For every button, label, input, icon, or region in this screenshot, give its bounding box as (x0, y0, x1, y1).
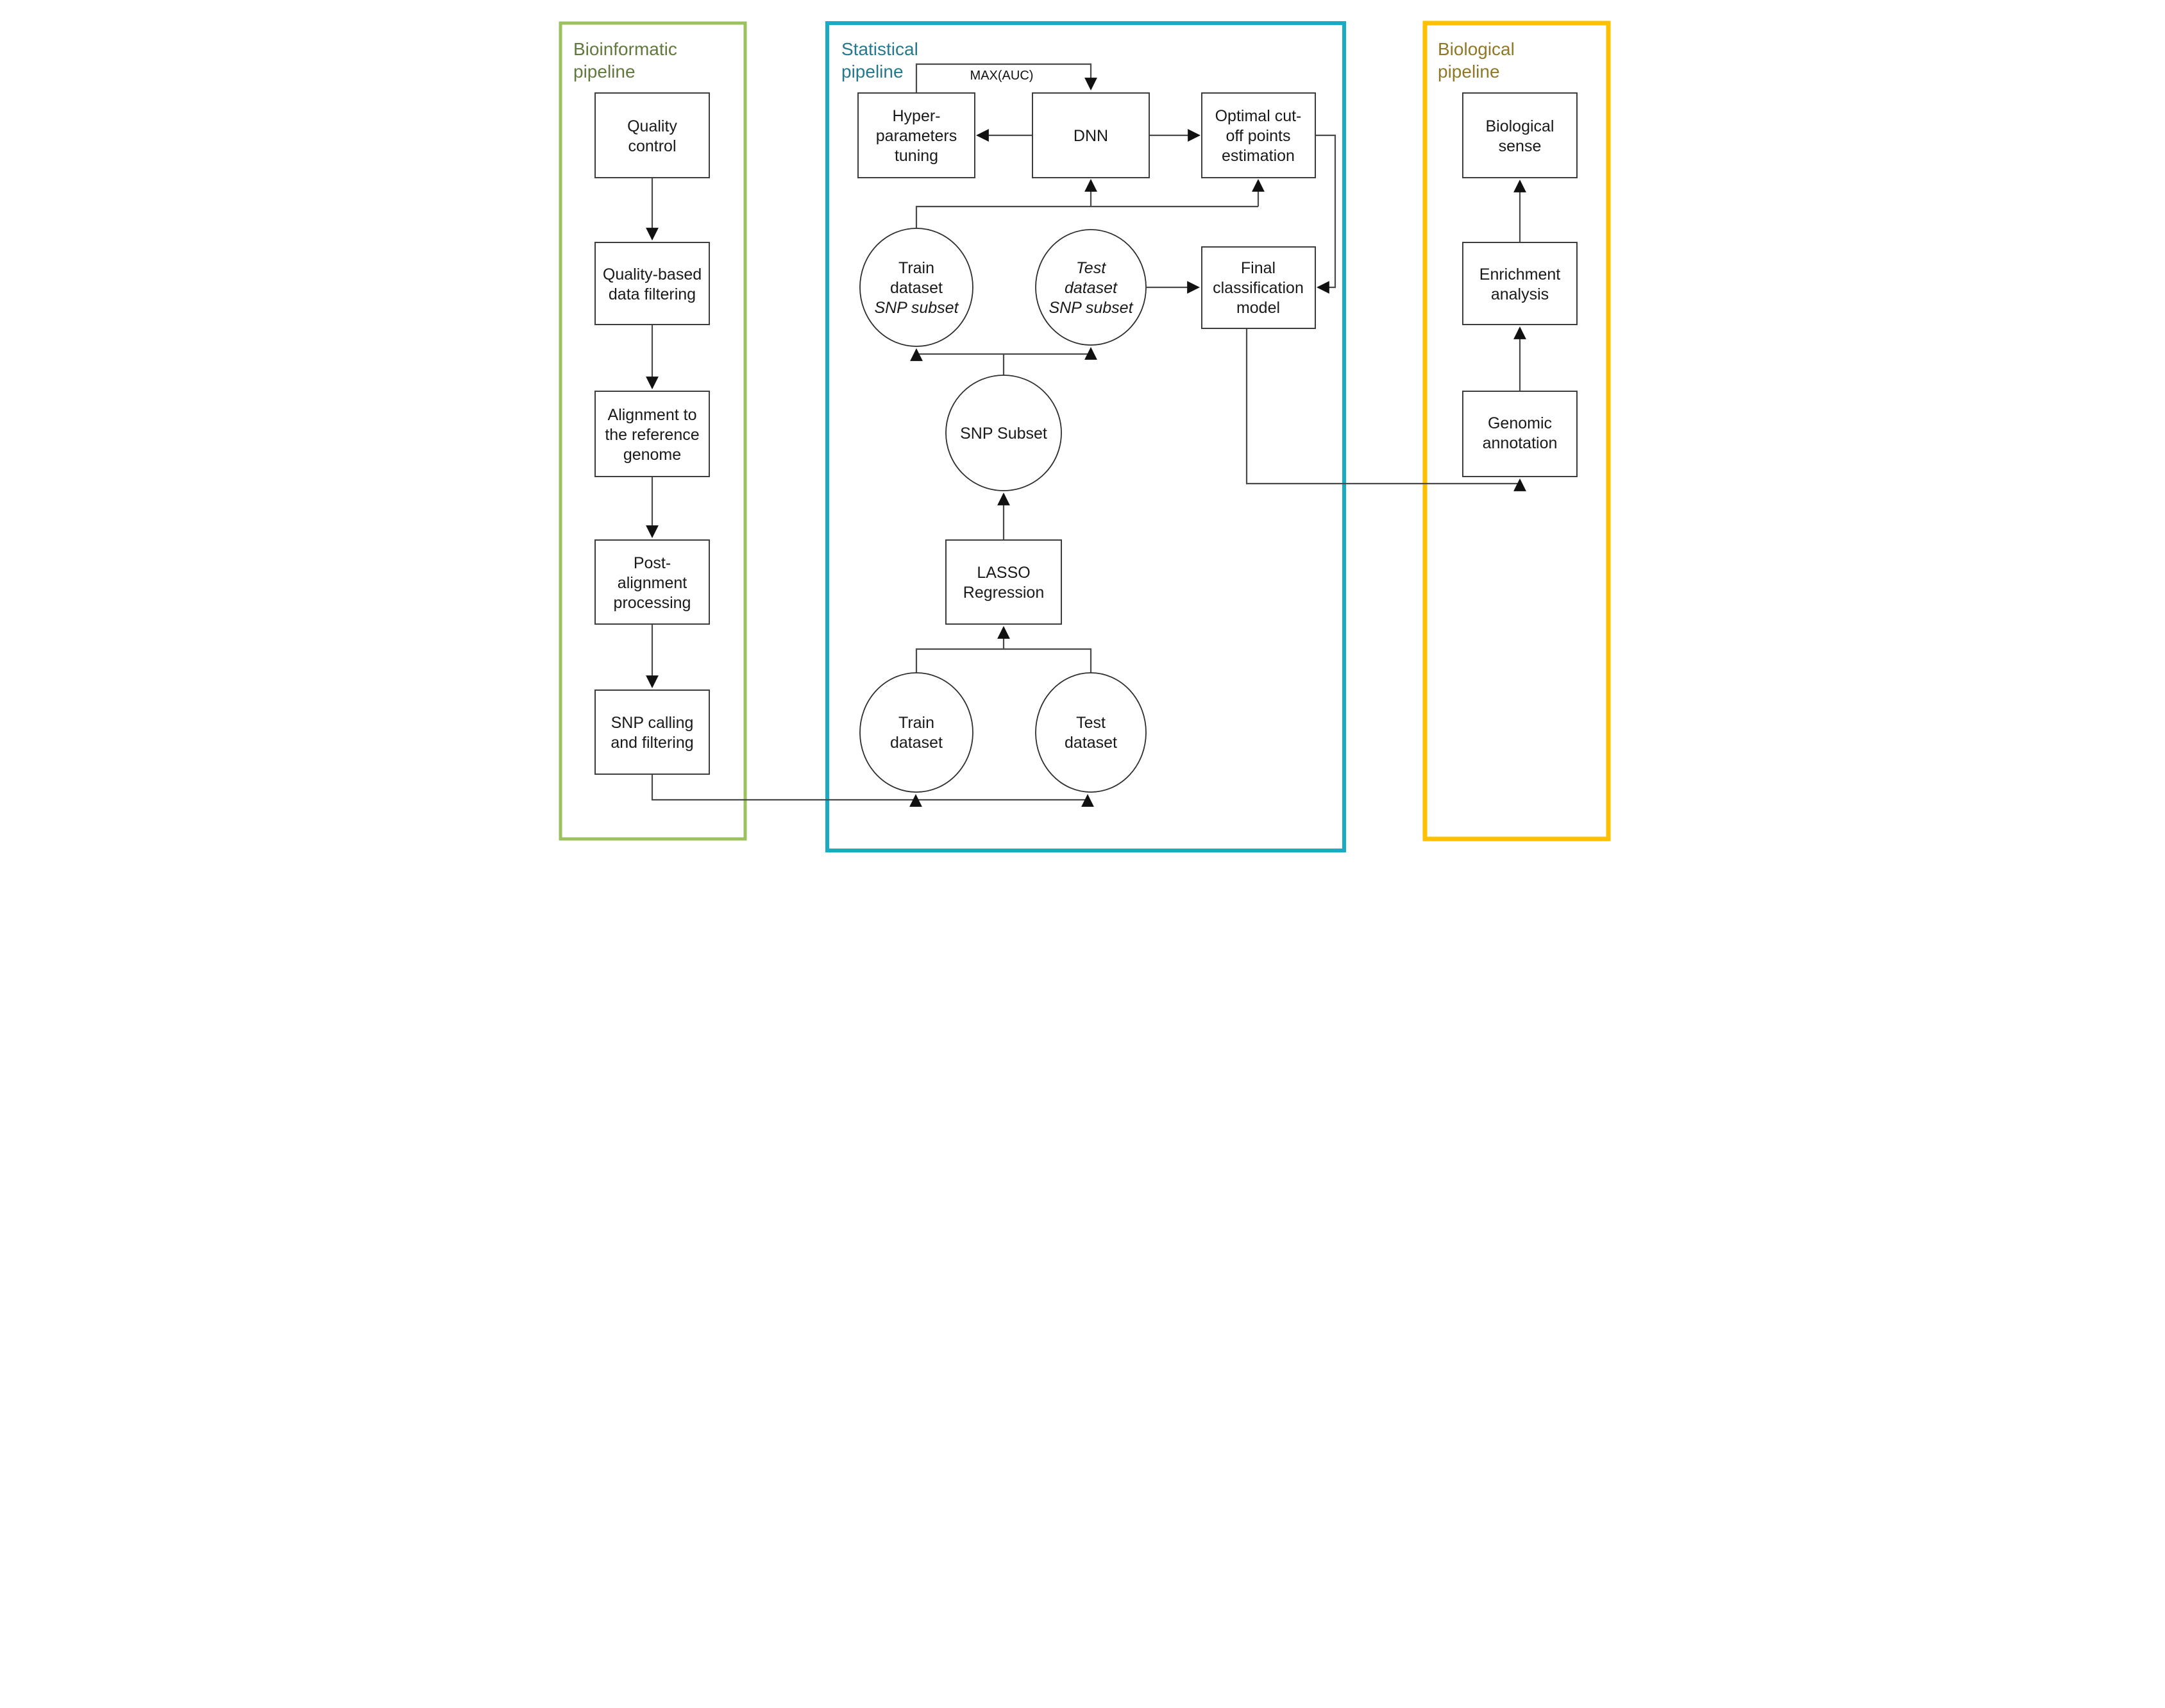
node-biological-sense: Biological sense (1462, 92, 1578, 178)
post-alignment-label: Post- (634, 554, 671, 572)
statistical-pipeline-title-line2: pipeline (841, 62, 904, 81)
snp-subset-ellipse (945, 375, 1062, 491)
genomic-annotation-box (1462, 391, 1578, 477)
bioinformatic-pipeline-title: Bioinformatic (573, 39, 677, 59)
node-train-snp-subset: Train dataset SNP subset (859, 228, 973, 347)
genomic-annotation-label-2: annotation (1483, 434, 1558, 452)
biological-sense-box (1462, 92, 1578, 178)
lasso-label-2: Regression (963, 584, 1044, 602)
biological-sense-label-2: sense (1499, 137, 1542, 155)
quality-filtering-box (594, 242, 710, 325)
alignment-label-2: the reference (605, 426, 699, 444)
statistical-pipeline-title: Statistical (841, 39, 918, 59)
test-dataset-ellipse (1035, 672, 1147, 793)
node-alignment: Alignment to the reference genome (594, 391, 710, 477)
train-dataset-label-2: dataset (890, 734, 943, 752)
quality-control-box (594, 92, 710, 178)
edge-snpcalling-to-datasets (651, 774, 1088, 801)
node-genomic-annotation: Genomic annotation (1462, 391, 1578, 477)
enrichment-box (1462, 242, 1578, 325)
snp-subset-label: SNP Subset (960, 425, 1047, 443)
genomic-annotation-label: Genomic (1488, 414, 1552, 432)
enrichment-label-2: analysis (1491, 285, 1549, 303)
test-snp-subset-label: Test (1076, 259, 1106, 277)
node-test-dataset: Test dataset (1035, 672, 1147, 793)
train-dataset-ellipse (859, 672, 973, 793)
snp-calling-label-2: and filtering (611, 734, 693, 752)
train-snp-subset-ellipse (859, 228, 973, 347)
node-hyperparameters-tuning: Hyper- parameters tuning (857, 92, 975, 178)
test-snp-subset-ellipse (1035, 229, 1147, 346)
test-snp-subset-label-2: dataset (1065, 279, 1118, 297)
node-test-snp-subset: Test dataset SNP subset (1035, 229, 1147, 346)
node-enrichment: Enrichment analysis (1462, 242, 1578, 325)
biological-pipeline-title-line2: pipeline (1438, 62, 1500, 81)
enrichment-label: Enrichment (1479, 266, 1560, 283)
bioinformatic-pipeline-container (559, 21, 747, 841)
alignment-label: Alignment to (608, 406, 697, 424)
quality-control-label: Quality (627, 117, 677, 135)
final-model-label-2: classification (1213, 279, 1304, 297)
node-optimal-cutoff: Optimal cut- off points estimation (1201, 92, 1316, 178)
pipeline-flowchart: Bioinformatic pipeline Statistical pipel… (559, 21, 1611, 852)
train-snp-subset-label: Train (898, 259, 934, 277)
final-model-box (1201, 246, 1316, 329)
final-model-label-3: model (1236, 299, 1280, 317)
hyperparameters-box (857, 92, 975, 178)
snp-calling-box (594, 689, 710, 775)
train-dataset-label: Train (898, 714, 934, 732)
hyperparameters-label: Hyper- (892, 107, 940, 125)
node-train-dataset: Train dataset (859, 672, 973, 793)
biological-pipeline-container (1422, 21, 1611, 841)
post-alignment-label-2: alignment (618, 574, 687, 592)
node-snp-calling: SNP calling and filtering (594, 689, 710, 775)
post-alignment-label-3: processing (614, 594, 691, 612)
bioinformatic-pipeline-title-line2: pipeline (573, 62, 636, 81)
node-lasso: LASSO Regression (945, 539, 1062, 625)
node-quality-control: Quality control (594, 92, 710, 178)
edge-datasets-merge (915, 648, 1092, 673)
optimal-cutoff-label-2: off points (1226, 127, 1290, 145)
biological-sense-label: Biological (1485, 117, 1554, 135)
test-snp-subset-label-3: SNP subset (1049, 299, 1133, 317)
node-post-alignment: Post- alignment processing (594, 539, 710, 625)
final-model-label: Final (1241, 259, 1276, 277)
train-snp-subset-label-3: SNP subset (874, 299, 959, 317)
statistical-pipeline-container (825, 21, 1346, 852)
node-dnn: DNN (1032, 92, 1150, 178)
test-dataset-label-2: dataset (1065, 734, 1117, 752)
alignment-label-3: genome (623, 446, 681, 464)
edge-snpsubsets-connector (915, 205, 1258, 228)
maxauc-edge-label: MAX(AUC) (970, 69, 1034, 83)
quality-filtering-label-2: data filtering (609, 285, 696, 303)
optimal-cutoff-box (1201, 92, 1316, 178)
biological-pipeline-title: Biological (1438, 39, 1515, 59)
alignment-box (594, 391, 710, 477)
quality-control-label-2: control (628, 137, 676, 155)
dnn-label: DNN (1074, 127, 1108, 145)
snp-calling-label: SNP calling (611, 714, 694, 732)
flowchart-page: Bioinformatic pipeline Statistical pipel… (541, 0, 1624, 854)
hyperparameters-label-2: parameters (876, 127, 957, 145)
lasso-box (945, 539, 1062, 625)
quality-filtering-label: Quality-based (603, 266, 702, 283)
optimal-cutoff-label-3: estimation (1222, 147, 1295, 165)
edge-maxauc-loop (915, 63, 1097, 93)
edge-finalmodel-to-genomic (1245, 328, 1526, 491)
hyperparameters-label-3: tuning (895, 147, 938, 165)
test-dataset-label: Test (1076, 714, 1106, 732)
dnn-box (1032, 92, 1150, 178)
optimal-cutoff-label: Optimal cut- (1215, 107, 1302, 125)
edge-optimalcutoff-to-finalmodel (1315, 134, 1336, 294)
node-snp-subset: SNP Subset (945, 375, 1062, 491)
node-quality-filtering: Quality-based data filtering (594, 242, 710, 325)
node-final-model: Final classification model (1201, 246, 1316, 329)
post-alignment-box (594, 539, 710, 625)
train-snp-subset-label-2: dataset (890, 279, 943, 297)
lasso-label: LASSO (977, 564, 1030, 582)
